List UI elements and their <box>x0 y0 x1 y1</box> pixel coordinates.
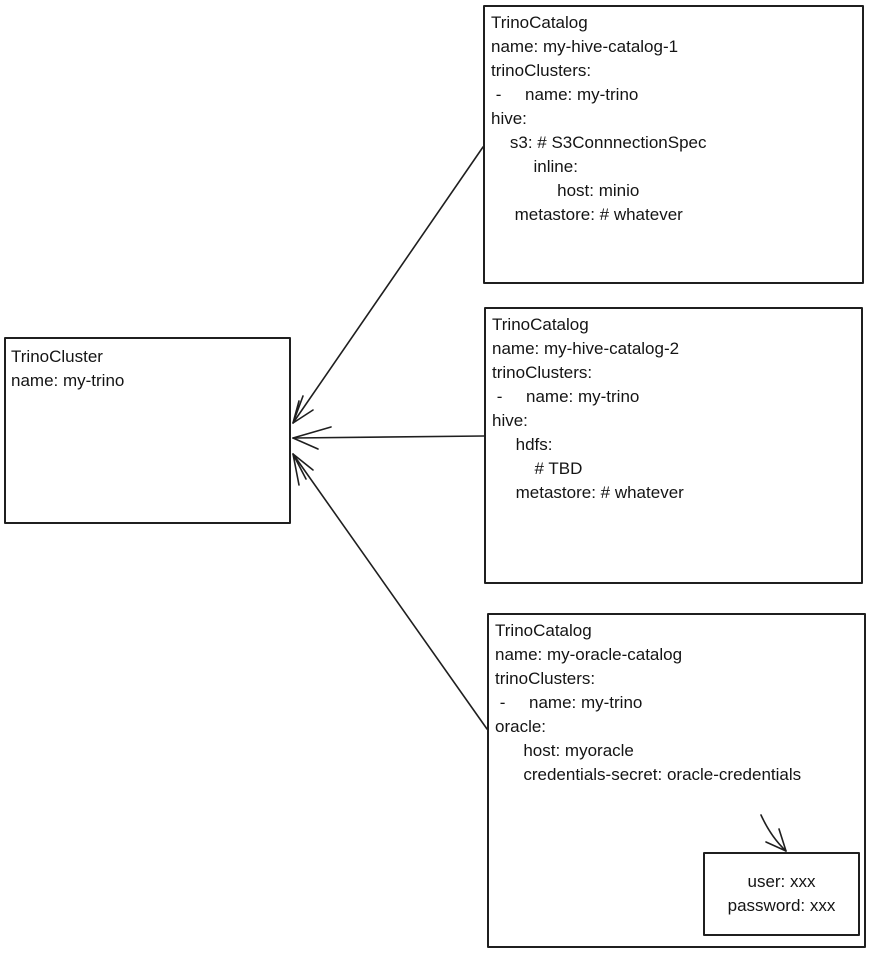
arrowhead-icon <box>292 426 332 450</box>
text-line: password: xxx <box>727 896 836 915</box>
text-line: host: minio <box>491 181 640 200</box>
text-line: hdfs: <box>492 435 553 454</box>
text-line: trinoClusters: <box>491 61 592 80</box>
text-line: oracle: <box>495 717 547 736</box>
edge-line <box>292 453 488 730</box>
text-line: name: my-hive-catalog-1 <box>491 37 679 56</box>
text-line: hive: <box>492 411 528 430</box>
text-line: user: xxx <box>747 872 816 891</box>
text-line: - name: my-trino <box>495 693 643 712</box>
text-line: TrinoCatalog <box>491 13 588 32</box>
text-line: trinoClusters: <box>495 669 596 688</box>
text-line: metastore: # whatever <box>491 205 683 224</box>
text-line: name: my-hive-catalog-2 <box>492 339 680 358</box>
text-line: name: my-oracle-catalog <box>495 645 683 664</box>
text-line: metastore: # whatever <box>492 483 684 502</box>
text-line: - name: my-trino <box>492 387 640 406</box>
text-line: TrinoCatalog <box>495 621 592 640</box>
text-line: s3: # S3ConnnectionSpec <box>491 133 707 152</box>
edge-catalog2-to-cluster <box>292 426 485 450</box>
text-line: trinoClusters: <box>492 363 593 382</box>
edge-catalog1-to-cluster <box>292 146 484 424</box>
text-line: TrinoCluster <box>11 347 103 366</box>
edge-line <box>292 435 485 439</box>
node-trinocatalog-hive-1: TrinoCatalog name: my-hive-catalog-1 tri… <box>483 5 864 284</box>
text-line: hive: <box>491 109 527 128</box>
text-line: host: myoracle <box>495 741 634 760</box>
text-line: credentials-secret: oracle-credentials <box>495 765 802 784</box>
node-trinocatalog-oracle: TrinoCatalog name: my-oracle-catalog tri… <box>487 613 866 948</box>
arrowhead-icon <box>292 453 314 486</box>
text-line: inline: <box>491 157 578 176</box>
arrowhead-icon <box>292 395 314 424</box>
text-line: # TBD <box>492 459 583 478</box>
node-trinocatalog-hive-2: TrinoCatalog name: my-hive-catalog-2 tri… <box>484 307 863 584</box>
text-line: name: my-trino <box>11 371 125 390</box>
text-line: TrinoCatalog <box>492 315 589 334</box>
node-oracle-credentials-secret: user: xxx password: xxx <box>703 852 860 936</box>
edge-line <box>292 146 484 424</box>
edge-catalog3-to-cluster <box>292 453 488 730</box>
text-line: - name: my-trino <box>491 85 639 104</box>
node-trinocluster: TrinoCluster name: my-trino <box>4 337 291 524</box>
